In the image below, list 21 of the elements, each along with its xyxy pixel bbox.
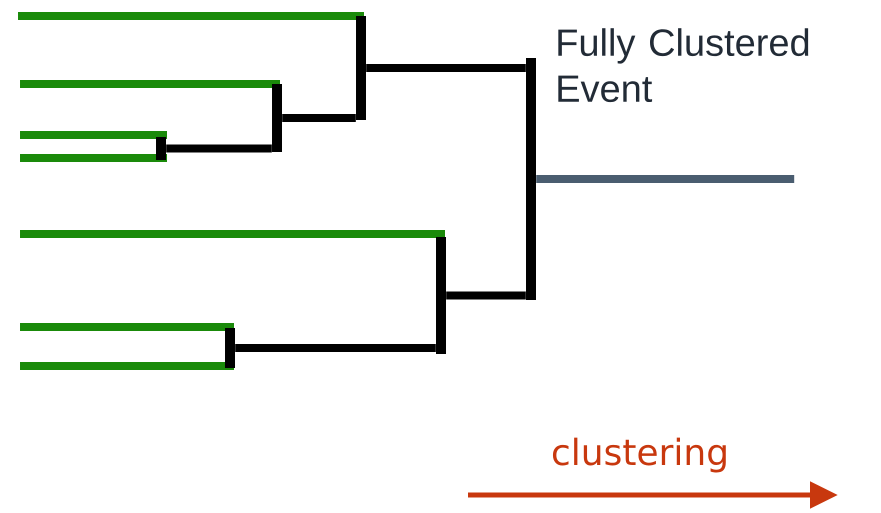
merge-bar	[225, 328, 235, 368]
connector-line	[446, 292, 526, 300]
connector-line	[366, 64, 526, 72]
leaf-bar	[20, 80, 280, 88]
leaf-bar	[18, 12, 364, 20]
merge-bar	[272, 84, 282, 152]
leaf-bar	[20, 131, 167, 139]
merge-bar	[156, 137, 166, 160]
merge-bar	[526, 58, 536, 300]
connector-line	[282, 114, 356, 122]
leaf-bar	[20, 362, 234, 370]
caption-text: Fully Clustered Event	[558, 28, 808, 102]
connector-line	[235, 344, 436, 352]
merge-bar	[356, 16, 366, 120]
connector-line	[536, 175, 794, 183]
merge-bar	[436, 237, 446, 354]
connector-line	[166, 144, 272, 152]
leaf-bar	[20, 323, 234, 331]
leaf-bar	[20, 230, 445, 238]
direction-label: clustering	[552, 438, 726, 472]
leaf-bar	[20, 154, 167, 162]
